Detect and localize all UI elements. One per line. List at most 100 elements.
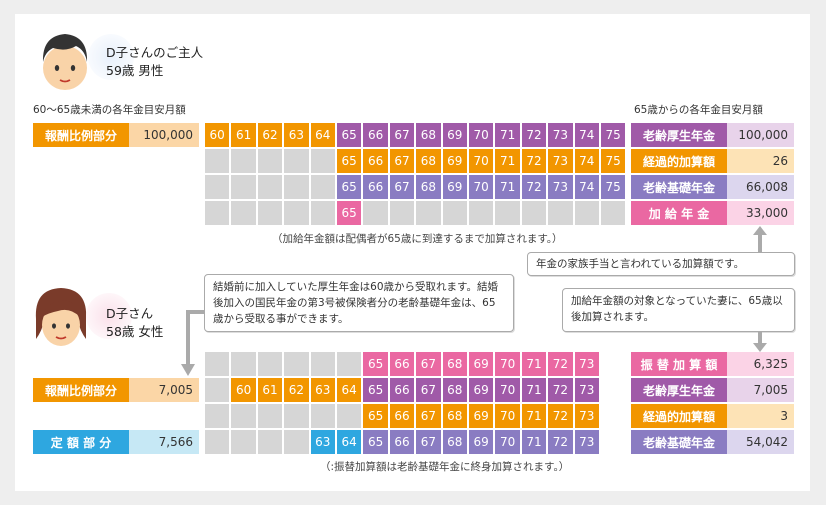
wife-row2-age-cell: 68 xyxy=(442,378,467,402)
husband-row4-age-cell: 65 xyxy=(337,201,362,225)
husband-right-label-keika: 経過的加算額 xyxy=(631,149,727,173)
wife-row1-age-cell: 69 xyxy=(469,352,494,376)
wife-left-label-teigaku: 定 額 部 分 xyxy=(33,430,129,454)
wife-right-label-kosei: 老齢厚生年金 xyxy=(631,378,727,402)
husband-row3-age-cell: 73 xyxy=(548,175,573,199)
wife-row3-age-cell: 70 xyxy=(495,404,520,428)
wife-row1-empty-cell xyxy=(205,352,230,376)
husband-row4-empty-cell xyxy=(310,201,335,225)
husband-note: （加給年金額は配偶者が65歳に到達するまで加算されます。） xyxy=(272,233,563,245)
wife-right-value-kosei: 7,005 xyxy=(727,378,794,402)
arrow-down-right-icon xyxy=(753,332,767,352)
wife-row2-age-cell: 71 xyxy=(521,378,547,402)
husband-row2-age-cell: 73 xyxy=(548,149,573,173)
husband-row2-age-cell: 65 xyxy=(337,149,362,173)
wife-row2-age-cell: 67 xyxy=(416,378,441,402)
husband-row2-age-cell: 70 xyxy=(469,149,494,173)
husband-avatar-icon xyxy=(42,34,88,90)
husband-row4-empty-cell xyxy=(548,201,573,225)
wife-row2-age-cell: 63 xyxy=(310,378,335,402)
husband-row4-empty-cell xyxy=(284,201,309,225)
wife-row2-age-cell: 62 xyxy=(284,378,309,402)
wife-right-label-keika: 経過的加算額 xyxy=(631,404,727,428)
wife-row4-age-cell: 68 xyxy=(442,430,467,454)
wife-row4-age-cell: 63 xyxy=(310,430,335,454)
husband-row3-age-cell: 70 xyxy=(469,175,494,199)
wife-right-value-keika: 3 xyxy=(727,404,794,428)
husband-left-label: 報酬比例部分 xyxy=(33,123,129,147)
wife-row2-age-cell: 70 xyxy=(495,378,520,402)
husband-row1-age-cell: 69 xyxy=(442,123,467,147)
husband-row2-age-cell: 67 xyxy=(389,149,415,173)
husband-right-label-kiso: 老齢基礎年金 xyxy=(631,175,727,199)
wife-right-value-furikae: 6,325 xyxy=(727,352,794,376)
husband-right-value-keika: 26 xyxy=(727,149,794,173)
husband-row1-age-cell: 60 xyxy=(205,123,230,147)
wife-note: （:振替加算額は老齢基礎年金に終身加算されます。） xyxy=(320,461,570,473)
wife-row1-empty-cell xyxy=(310,352,335,376)
husband-row4-empty-cell xyxy=(416,201,441,225)
husband-left-value: 100,000 xyxy=(129,123,199,147)
husband-row4-empty-cell xyxy=(469,201,494,225)
husband-row4-empty-cell xyxy=(363,201,388,225)
husband-right-label-kakyu: 加 給 年 金 xyxy=(631,201,727,225)
wife-left-label-hoshu: 報酬比例部分 xyxy=(33,378,129,402)
husband-row2-age-cell: 74 xyxy=(574,149,599,173)
wife-row4-empty-cell xyxy=(284,430,309,454)
husband-row2-age-cell: 71 xyxy=(495,149,520,173)
husband-row1-age-cell: 66 xyxy=(363,123,388,147)
wife-row4-age-cell: 70 xyxy=(495,430,520,454)
husband-callout: 年金の家族手当と言われている加算額です。 xyxy=(527,252,795,276)
husband-row2-empty-cell xyxy=(231,149,256,173)
wife-row4-age-cell: 71 xyxy=(521,430,547,454)
husband-row2-age-cell: 66 xyxy=(363,149,388,173)
husband-row3-age-cell: 75 xyxy=(601,175,626,199)
husband-row1-age-cell: 61 xyxy=(231,123,256,147)
wife-callout-left: 結婚前に加入していた厚生年金は60歳から受取れます。結婚後加入の国民年金の第3号… xyxy=(204,274,514,332)
husband-row3-age-cell: 65 xyxy=(337,175,362,199)
husband-row2-empty-cell xyxy=(310,149,335,173)
wife-row2-age-cell: 64 xyxy=(337,378,362,402)
wife-row1-age-cell: 70 xyxy=(495,352,520,376)
husband-row1-age-cell: 63 xyxy=(284,123,309,147)
husband-age: 59歳 男性 xyxy=(106,63,164,78)
husband-row4-empty-cell xyxy=(442,201,467,225)
wife-row2-age-cell: 72 xyxy=(548,378,573,402)
wife-row4-age-cell: 65 xyxy=(363,430,388,454)
wife-row1-age-cell: 73 xyxy=(574,352,599,376)
wife-row2-empty-cell xyxy=(205,378,230,402)
husband-row3-age-cell: 69 xyxy=(442,175,467,199)
husband-row3-age-cell: 71 xyxy=(495,175,520,199)
husband-row4-empty-cell xyxy=(521,201,547,225)
husband-halo xyxy=(88,34,134,80)
wife-row1-empty-cell xyxy=(231,352,256,376)
wife-row3-empty-cell xyxy=(310,404,335,428)
husband-row4-empty-cell xyxy=(231,201,256,225)
wife-row1-empty-cell xyxy=(257,352,283,376)
wife-left-value-teigaku: 7,566 xyxy=(129,430,199,454)
wife-row1-empty-cell xyxy=(337,352,362,376)
husband-row1-age-cell: 62 xyxy=(257,123,283,147)
wife-row2-age-cell: 66 xyxy=(389,378,415,402)
husband-row1-age-cell: 68 xyxy=(416,123,441,147)
wife-row4-age-cell: 69 xyxy=(469,430,494,454)
wife-left-value-hoshu: 7,005 xyxy=(129,378,199,402)
husband-right-value-kakyu: 33,000 xyxy=(727,201,794,225)
wife-right-value-kiso: 54,042 xyxy=(727,430,794,454)
husband-name: D子さんのご主人 xyxy=(106,45,204,60)
husband-row4-empty-cell xyxy=(257,201,283,225)
husband-row1-age-cell: 72 xyxy=(521,123,547,147)
wife-row3-empty-cell xyxy=(284,404,309,428)
husband-row4-empty-cell xyxy=(389,201,415,225)
husband-row2-age-cell: 69 xyxy=(442,149,467,173)
husband-row4-empty-cell xyxy=(601,201,626,225)
husband-row3-age-cell: 68 xyxy=(416,175,441,199)
wife-row2-age-cell: 69 xyxy=(469,378,494,402)
wife-row2-age-cell: 60 xyxy=(231,378,256,402)
husband-row1-age-cell: 67 xyxy=(389,123,415,147)
husband-row4-empty-cell xyxy=(495,201,520,225)
husband-row3-age-cell: 74 xyxy=(574,175,599,199)
husband-row2-empty-cell xyxy=(205,149,230,173)
wife-row3-age-cell: 69 xyxy=(469,404,494,428)
wife-row4-empty-cell xyxy=(257,430,283,454)
